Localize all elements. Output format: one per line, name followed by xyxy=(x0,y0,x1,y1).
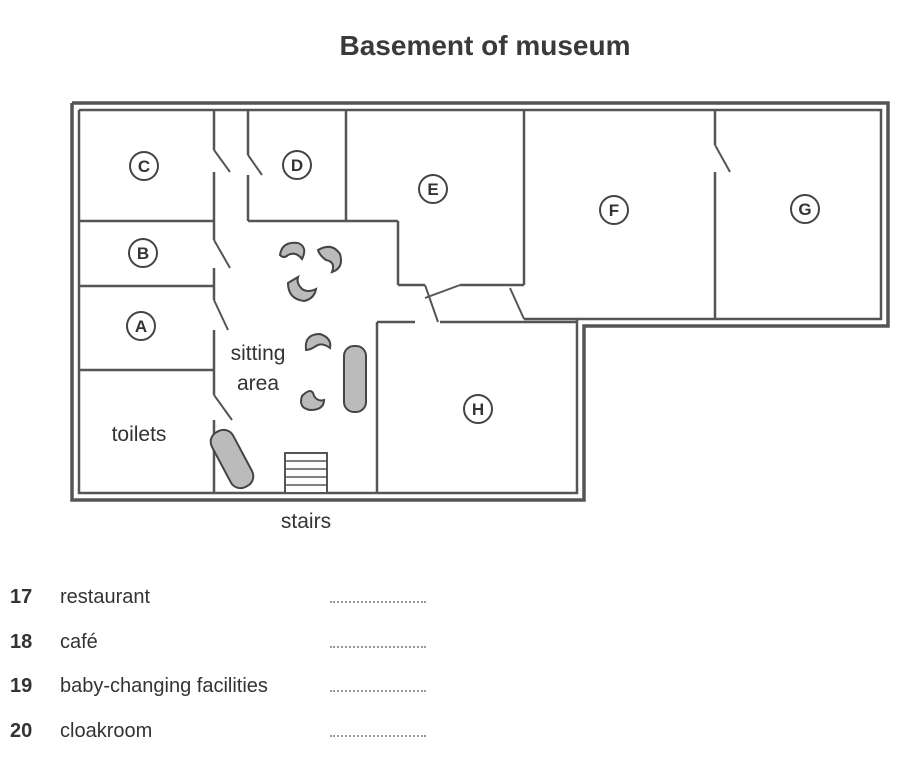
room-c: C xyxy=(129,151,159,181)
room-f: F xyxy=(599,195,629,225)
answer-blank[interactable] xyxy=(330,601,426,603)
question-number: 17 xyxy=(10,586,33,608)
room-g: G xyxy=(790,194,820,224)
room-letter: D xyxy=(291,156,303,175)
outer-walls xyxy=(70,101,890,502)
doors xyxy=(213,144,731,421)
interior-walls xyxy=(79,110,717,493)
sofa xyxy=(343,345,367,413)
answer-blank[interactable] xyxy=(330,735,426,737)
room-e: E xyxy=(418,174,448,204)
room-h: H xyxy=(463,394,493,424)
room-b: B xyxy=(128,238,158,268)
answer-blank[interactable] xyxy=(330,646,426,648)
room-letter: C xyxy=(138,157,150,176)
room-letter: E xyxy=(427,180,438,199)
question-number: 19 xyxy=(10,675,33,697)
room-letter: B xyxy=(137,244,149,263)
question-label: baby-changing facilities xyxy=(60,675,268,697)
question-label: cloakroom xyxy=(60,720,153,742)
sitting-area-label: area xyxy=(237,372,279,395)
question-label: restaurant xyxy=(60,586,151,608)
room-letter: H xyxy=(472,400,484,419)
sofa xyxy=(209,428,255,490)
stairs-graphic xyxy=(284,452,328,494)
answer-blank[interactable] xyxy=(330,690,426,692)
room-d: D xyxy=(282,150,312,180)
room-a: A xyxy=(126,311,156,341)
question-number: 20 xyxy=(10,720,33,742)
room-letter: F xyxy=(609,201,619,220)
room-letter: A xyxy=(135,317,147,336)
armchair xyxy=(300,390,326,412)
question-number: 18 xyxy=(10,631,33,653)
room-letter: G xyxy=(798,200,811,219)
armchair xyxy=(316,245,342,274)
floor-plan: C D E F G B A H sitting area toilets sta… xyxy=(70,101,890,533)
sitting-area-label: sitting xyxy=(231,342,286,365)
armchair xyxy=(304,332,332,352)
armchair xyxy=(286,274,318,303)
diagram-title: Basement of museum xyxy=(339,30,631,61)
armchair xyxy=(278,241,306,261)
seating-furniture xyxy=(209,241,367,490)
toilets-label: toilets xyxy=(112,423,167,446)
stairs-label: stairs xyxy=(281,510,331,533)
question-label: café xyxy=(60,631,98,653)
